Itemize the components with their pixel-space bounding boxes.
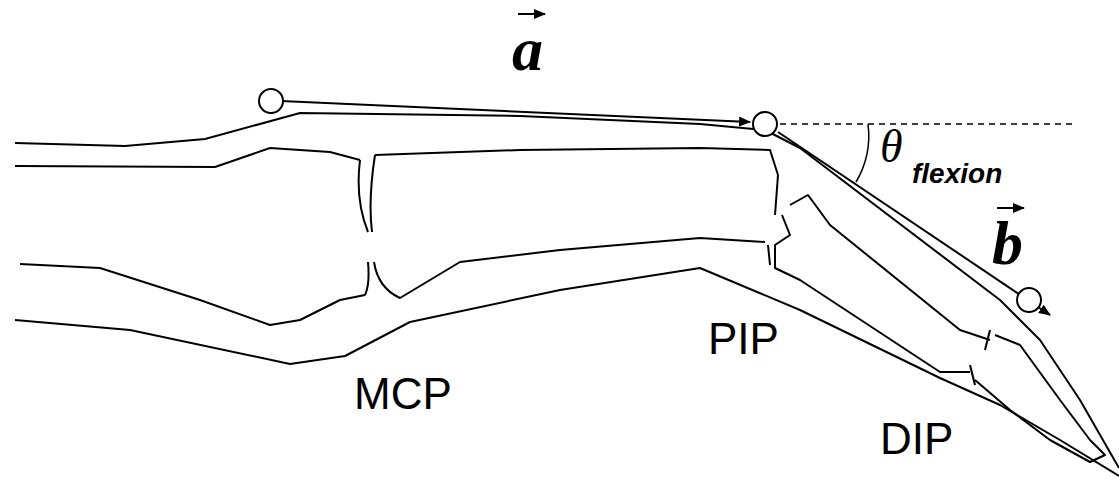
bone-outline [20, 264, 365, 325]
vector-b [778, 132, 1050, 315]
bone-outline [775, 215, 970, 372]
vector-label: a [512, 18, 543, 80]
marker [259, 89, 283, 113]
angle-arc [856, 124, 869, 182]
bone-outline [371, 155, 765, 298]
bone-outline [790, 195, 990, 340]
joint-line [985, 330, 990, 350]
bone-outline [375, 148, 778, 175]
angle-subscript: flexion [912, 160, 1002, 188]
joint-label: PIP [708, 317, 779, 361]
vector-label: b [992, 212, 1023, 274]
angle-symbol: θ [880, 124, 903, 170]
bone-outline [768, 175, 778, 265]
reference-line [780, 123, 1075, 125]
joint-label: MCP [354, 372, 452, 416]
bone-outline [975, 335, 1105, 462]
joint-line [970, 365, 975, 385]
bone-outline [359, 160, 369, 295]
vector-a [281, 101, 750, 122]
vector-sign [518, 13, 545, 15]
marker [753, 112, 777, 136]
skin-outline [15, 113, 1119, 468]
joint-label: DIP [880, 417, 953, 461]
marker [1017, 288, 1041, 312]
bone-outline [15, 148, 360, 167]
vector-sign [997, 207, 1024, 209]
